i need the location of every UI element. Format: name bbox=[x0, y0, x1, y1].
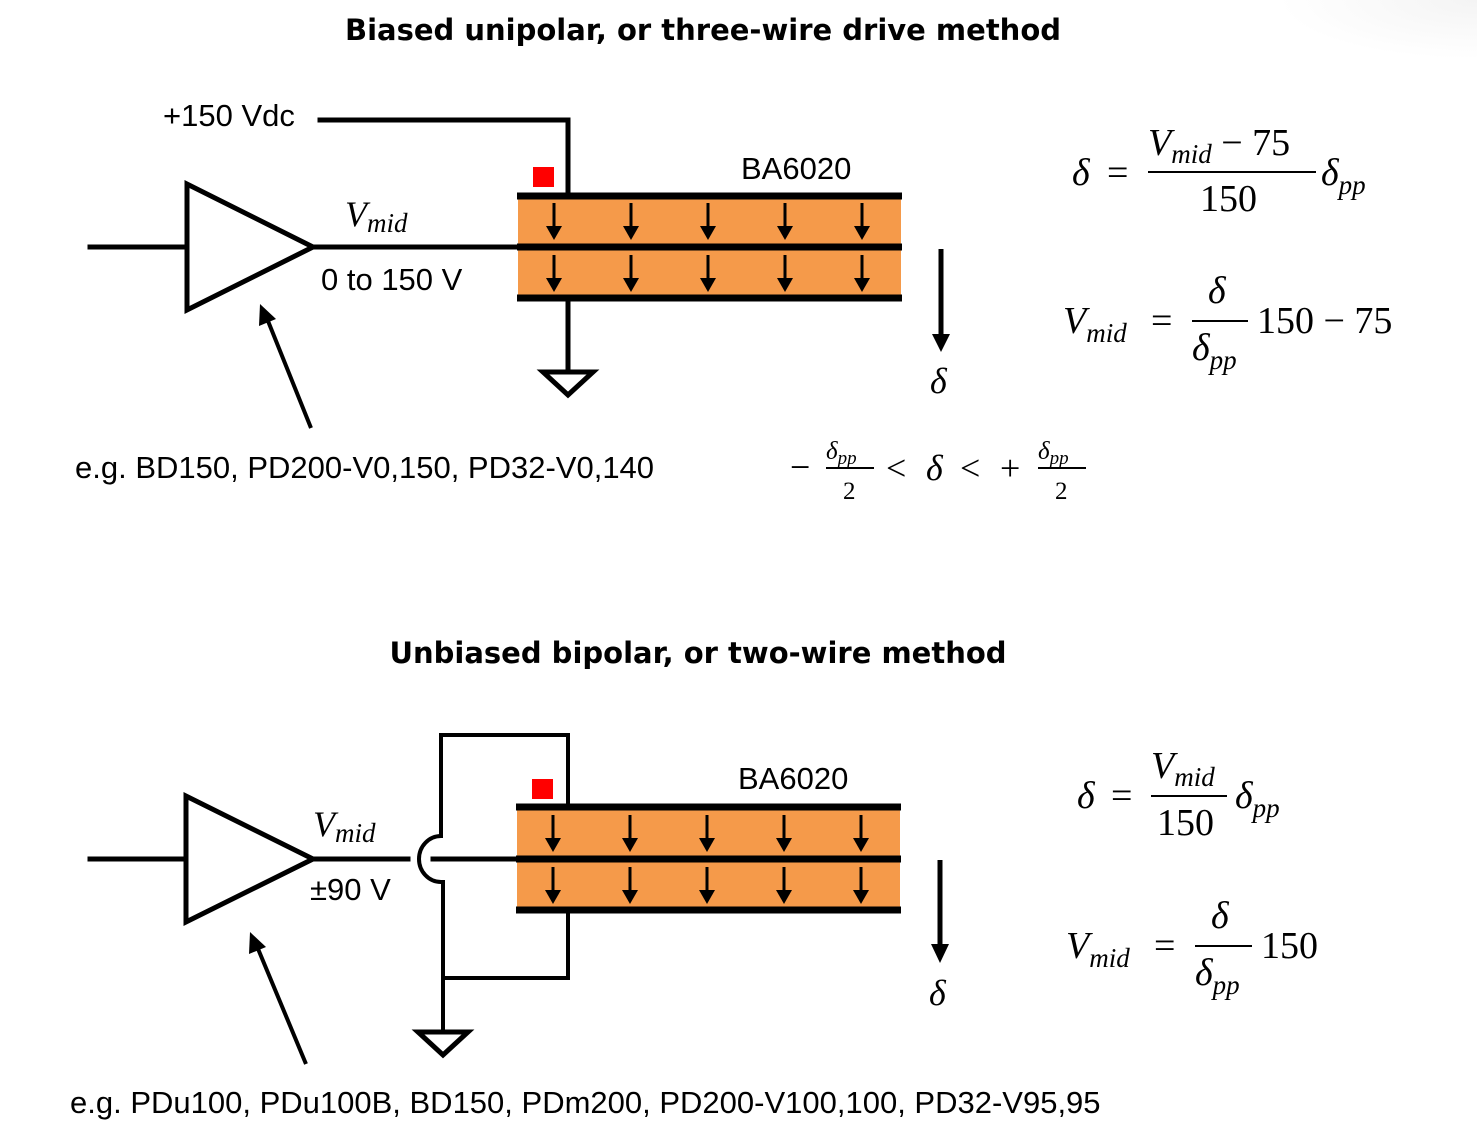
svg-text:δpp: δpp bbox=[1321, 152, 1366, 200]
polarization-arrowhead bbox=[776, 838, 792, 852]
polarization-arrowhead bbox=[777, 226, 793, 240]
ground-symbol bbox=[411, 1029, 475, 1059]
deflection-arrowhead bbox=[932, 334, 950, 352]
vmid-label: Vmid bbox=[313, 804, 376, 848]
equation-delta-from-vmid: δ = Vmid 150 δpp bbox=[1077, 745, 1280, 844]
svg-text:Vmid: Vmid bbox=[1066, 925, 1130, 973]
svg-text:2: 2 bbox=[843, 478, 856, 505]
section-title-three-wire: Biased unipolar, or three-wire drive met… bbox=[345, 13, 1061, 47]
polarization-arrowhead bbox=[545, 838, 561, 852]
svg-text:=: = bbox=[1154, 925, 1175, 967]
three-wire-section: Biased unipolar, or three-wire drive met… bbox=[75, 13, 1392, 505]
polarization-arrowhead bbox=[853, 838, 869, 852]
output-range-label: 0 to 150 V bbox=[321, 262, 463, 297]
svg-text:=: = bbox=[1107, 152, 1128, 194]
svg-text:δpp: δpp bbox=[1192, 327, 1237, 375]
polarity-marker bbox=[532, 779, 553, 799]
amp-pointer-arrowhead bbox=[249, 932, 266, 954]
amplifier-symbol bbox=[183, 791, 319, 927]
svg-text:=: = bbox=[1111, 775, 1132, 817]
output-range-label: ±90 V bbox=[310, 872, 391, 907]
svg-text:−: − bbox=[790, 447, 810, 487]
svg-text:δ: δ bbox=[1077, 775, 1096, 817]
polarity-marker bbox=[533, 167, 554, 187]
device-label: BA6020 bbox=[738, 761, 848, 796]
polarization-arrowhead bbox=[700, 278, 716, 292]
svg-text:<: < bbox=[886, 448, 906, 488]
svg-text:Vmid: Vmid bbox=[1151, 745, 1215, 792]
supply-label: +150 Vdc bbox=[163, 98, 295, 133]
equation-vmid-from-delta: Vmid = δ δpp 150 bbox=[1066, 895, 1318, 1000]
svg-text:Vmid − 75: Vmid − 75 bbox=[1148, 122, 1290, 169]
ground-symbol bbox=[536, 369, 600, 399]
amplifier-symbol bbox=[184, 179, 319, 315]
svg-text:δpp: δpp bbox=[1038, 438, 1069, 469]
vmid-label: Vmid bbox=[345, 194, 408, 238]
equation-vmid-from-delta: Vmid = δ δpp 150 − 75 bbox=[1063, 270, 1392, 375]
two-wire-section: Unbiased bipolar, or two-wire method Vmi… bbox=[70, 636, 1318, 1120]
svg-text:δ: δ bbox=[1211, 895, 1230, 937]
amp-pointer-arrow bbox=[254, 943, 308, 1065]
svg-text:150 − 75: 150 − 75 bbox=[1257, 300, 1392, 342]
polarization-arrowhead bbox=[699, 890, 715, 904]
polarization-arrowhead bbox=[546, 226, 562, 240]
svg-text:δpp: δpp bbox=[826, 438, 857, 469]
outer-electrode-loop-wire bbox=[417, 733, 570, 980]
svg-text:δ: δ bbox=[1208, 270, 1227, 312]
deflection-range-inequality: − δpp 2 < δ < + δpp 2 bbox=[790, 438, 1086, 505]
svg-text:150: 150 bbox=[1157, 802, 1214, 844]
deflection-symbol: δ bbox=[929, 973, 947, 1013]
svg-text:150: 150 bbox=[1200, 178, 1257, 220]
polarization-arrowhead bbox=[853, 890, 869, 904]
svg-text:=: = bbox=[1151, 300, 1172, 342]
polarization-arrowhead bbox=[854, 278, 870, 292]
polarization-arrowhead bbox=[700, 226, 716, 240]
polarization-arrowhead bbox=[854, 226, 870, 240]
amp-pointer-arrow bbox=[264, 315, 313, 429]
equation-delta-from-vmid: δ = Vmid − 75 150 δpp bbox=[1072, 122, 1366, 220]
polarization-arrows bbox=[546, 203, 870, 292]
polarization-arrowhead bbox=[623, 278, 639, 292]
amp-pointer-arrowhead bbox=[259, 304, 276, 326]
deflection-arrowhead bbox=[931, 944, 949, 963]
svg-text:150: 150 bbox=[1261, 925, 1318, 967]
svg-text:δpp: δpp bbox=[1235, 775, 1280, 823]
supply-wire bbox=[317, 117, 571, 198]
svg-text:δpp: δpp bbox=[1195, 952, 1240, 1000]
section-title-two-wire: Unbiased bipolar, or two-wire method bbox=[389, 636, 1006, 670]
corner-shadow bbox=[1277, 0, 1477, 60]
polarization-arrowhead bbox=[777, 278, 793, 292]
svg-text:<: < bbox=[960, 448, 980, 488]
svg-text:+: + bbox=[1000, 448, 1020, 488]
example-amplifiers: e.g. BD150, PD200-V0,150, PD32-V0,140 bbox=[75, 450, 654, 485]
polarization-arrowhead bbox=[699, 838, 715, 852]
polarization-arrowhead bbox=[776, 890, 792, 904]
deflection-symbol: δ bbox=[930, 361, 948, 401]
svg-text:2: 2 bbox=[1055, 478, 1068, 505]
device-label: BA6020 bbox=[741, 151, 851, 186]
polarization-arrowhead bbox=[545, 890, 561, 904]
example-amplifiers: e.g. PDu100, PDu100B, BD150, PDm200, PD2… bbox=[70, 1085, 1101, 1120]
polarization-arrowhead bbox=[622, 890, 638, 904]
polarization-arrows bbox=[545, 815, 869, 904]
polarization-arrowhead bbox=[622, 838, 638, 852]
polarization-arrowhead bbox=[623, 226, 639, 240]
svg-text:δ: δ bbox=[926, 448, 944, 488]
svg-text:Vmid: Vmid bbox=[1063, 300, 1127, 348]
svg-text:δ: δ bbox=[1072, 152, 1091, 194]
polarization-arrowhead bbox=[546, 278, 562, 292]
